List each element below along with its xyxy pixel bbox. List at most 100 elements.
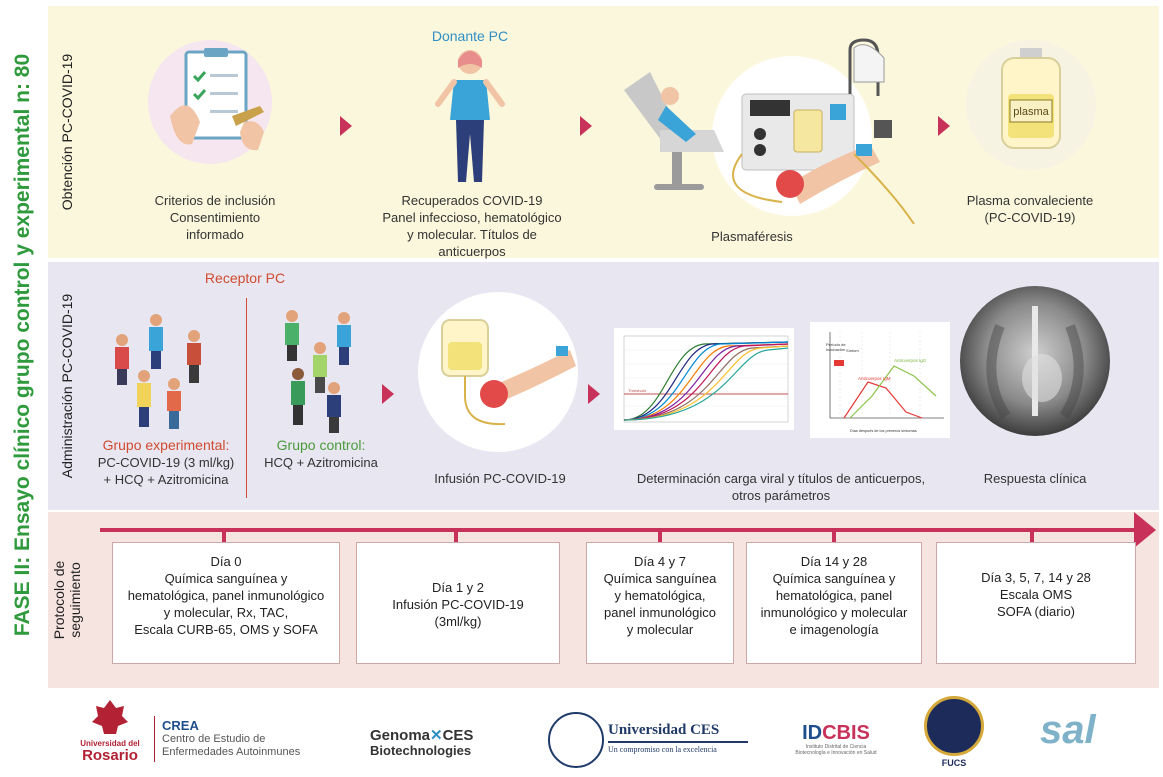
followup-title: Día 3, 5, 7, 14 y 28 [981,570,1091,585]
donor-line2: Panel infeccioso, hematológico [382,210,562,225]
antibody-chart: Período de incubación Síntom Anticuerpos… [810,322,950,438]
followup-line: Escala CURB-65, OMS y SOFA [134,622,318,637]
experimental-line1: PC-COVID-19 (3 ml/kg) [97,455,235,470]
followup-line: Química sanguínea y [772,571,896,586]
idcbis-id: ID [802,722,823,744]
row3-label-line2: seguimiento [67,562,83,638]
rosario-divider [154,716,155,762]
followup-line: inmunológico y molecular [760,605,908,620]
genoma-ces-word: CES [442,727,474,744]
plasma-line1: Plasma convaleciente [966,193,1094,208]
idcbis-line4: Biotecnología e Innovación en Salud [795,750,877,756]
followup-line: hematológica, panel inmunológico [127,588,325,603]
row1-label: Obtención PC-COVID-19 [59,53,75,211]
rosario-logo: Universidad del Rosario [70,698,150,770]
genoma-line2: Biotechnologies [370,743,472,758]
followup-line: y hematológica, [614,588,706,603]
plasma-bag-icon: plasma [1001,48,1061,149]
followup-line: (3ml/kg) [434,614,482,629]
igm-label: Anticuerpos IgM [858,376,891,381]
viral-line1: Determinación carga viral y títulos de a… [636,471,926,486]
row2-label-container: Administración PC-COVID-19 [48,262,86,510]
rosario-line2: Rosario [82,747,138,764]
control-title: Grupo control: [276,437,366,453]
followup-line: panel inmunológico [603,605,717,620]
timeline-tick-4 [832,528,836,542]
timeline-tick-5 [1030,528,1034,542]
timeline-tick-1 [222,528,226,542]
crea-logo: CREA Centro de Estudio de Enfermedades A… [162,718,342,768]
criteria-caption: Criterios de inclusión Consentimiento in… [140,192,290,243]
viral-line2: otros parámetros [731,488,831,503]
symptom-label: Síntom [846,348,859,353]
plasmapheresis-machine-icon [624,38,915,224]
followup-line: Química sanguínea y [164,571,288,586]
arrow-5 [588,384,600,404]
group-divider [246,298,247,498]
ces-seal-icon [548,712,604,768]
universidad-ces-logo: Universidad CES Un compromiso con la exc… [608,722,748,762]
crea-line3: Enfermedades Autoinmunes [162,746,301,758]
genoma-x-icon: ✕ [430,727,443,744]
followup-title: Día 0 [210,554,242,569]
experimental-people-icon [115,314,201,429]
incubation-label-2: incubación [826,347,845,352]
followup-box-day1-2: Día 1 y 2 Infusión PC-COVID-19 (3ml/kg) [356,542,560,664]
threshold-label: Threshold [628,388,646,393]
arrow-2 [580,116,592,136]
chest-xray-overlay [986,306,1084,419]
plasma-bag-label: plasma [1013,106,1049,118]
donor-person-icon [435,50,505,182]
followup-box-day0: Día 0 Química sanguínea y hematológica, … [112,542,340,664]
igg-label: Anticuerpos IgG [894,358,927,363]
incubation-label-1: Período de [826,342,846,347]
response-caption: Respuesta clínica [983,471,1087,486]
followup-line: y molecular, Rx, TAC, [163,605,289,620]
experimental-title: Grupo experimental: [102,437,230,453]
timeline-tick-3 [658,528,662,542]
receptor-title: Receptor PC [204,270,286,286]
genoma-word: Genoma [370,727,431,744]
followup-line: Escala OMS [999,587,1073,602]
row1-label-container: Obtención PC-COVID-19 [48,6,86,258]
idcbis-line3: Instituto Distrital de Ciencia [805,744,867,750]
row3-label-line1: Protocolo de [51,560,67,640]
followup-line: SOFA (diario) [996,604,1076,619]
followup-title: Día 1 y 2 [431,580,485,595]
infusion-caption: Infusión PC-COVID-19 [434,471,566,486]
arrow-1 [340,116,352,136]
control-people-icon [285,310,351,433]
experimental-caption: Grupo experimental: PC-COVID-19 (3 ml/kg… [86,437,246,488]
followup-title: Día 4 y 7 [633,554,687,569]
crea-line1: CREA [162,718,199,733]
fucs-seal-icon [924,696,984,756]
idcbis-cbis: CBIS [822,722,870,744]
ces-rule [608,741,748,743]
donor-title: Donante PC [431,28,509,44]
main-title: FASE II: Ensayo clínico grupo control y … [11,53,34,637]
followup-line: Infusión PC-COVID-19 [392,597,524,612]
control-caption: Grupo control: HCQ + Azitromicina [256,437,386,471]
timeline-line [100,528,1140,532]
fucs-label: FUCS [941,758,967,768]
followup-line: Química sanguínea [603,571,717,586]
pcr-curves-chart: Threshold [614,328,794,430]
followup-line: e imagenología [789,622,879,637]
experimental-line2: + HCQ + Azitromicina [103,472,229,487]
idcbis-logo: IDCBIS Instituto Distrital de Ciencia Bi… [776,722,896,762]
followup-line: y molecular [626,622,694,637]
donor-line1: Recuperados COVID-19 [401,193,543,208]
plasma-caption: Plasma convaleciente (PC-COVID-19) [950,192,1110,226]
infusion-icon [441,319,576,426]
rosario-crest-icon [92,700,128,734]
plasma-line2: (PC-COVID-19) [984,210,1076,225]
main-title-container: FASE II: Ensayo clínico grupo control y … [0,0,46,690]
arrow-4 [382,384,394,404]
followup-title: Día 14 y 28 [800,554,868,569]
timeline-tick-2 [454,528,458,542]
timeline-arrowhead [1134,512,1156,548]
clipboard-icon [170,48,264,151]
criteria-line1: Criterios de inclusión [154,193,276,208]
